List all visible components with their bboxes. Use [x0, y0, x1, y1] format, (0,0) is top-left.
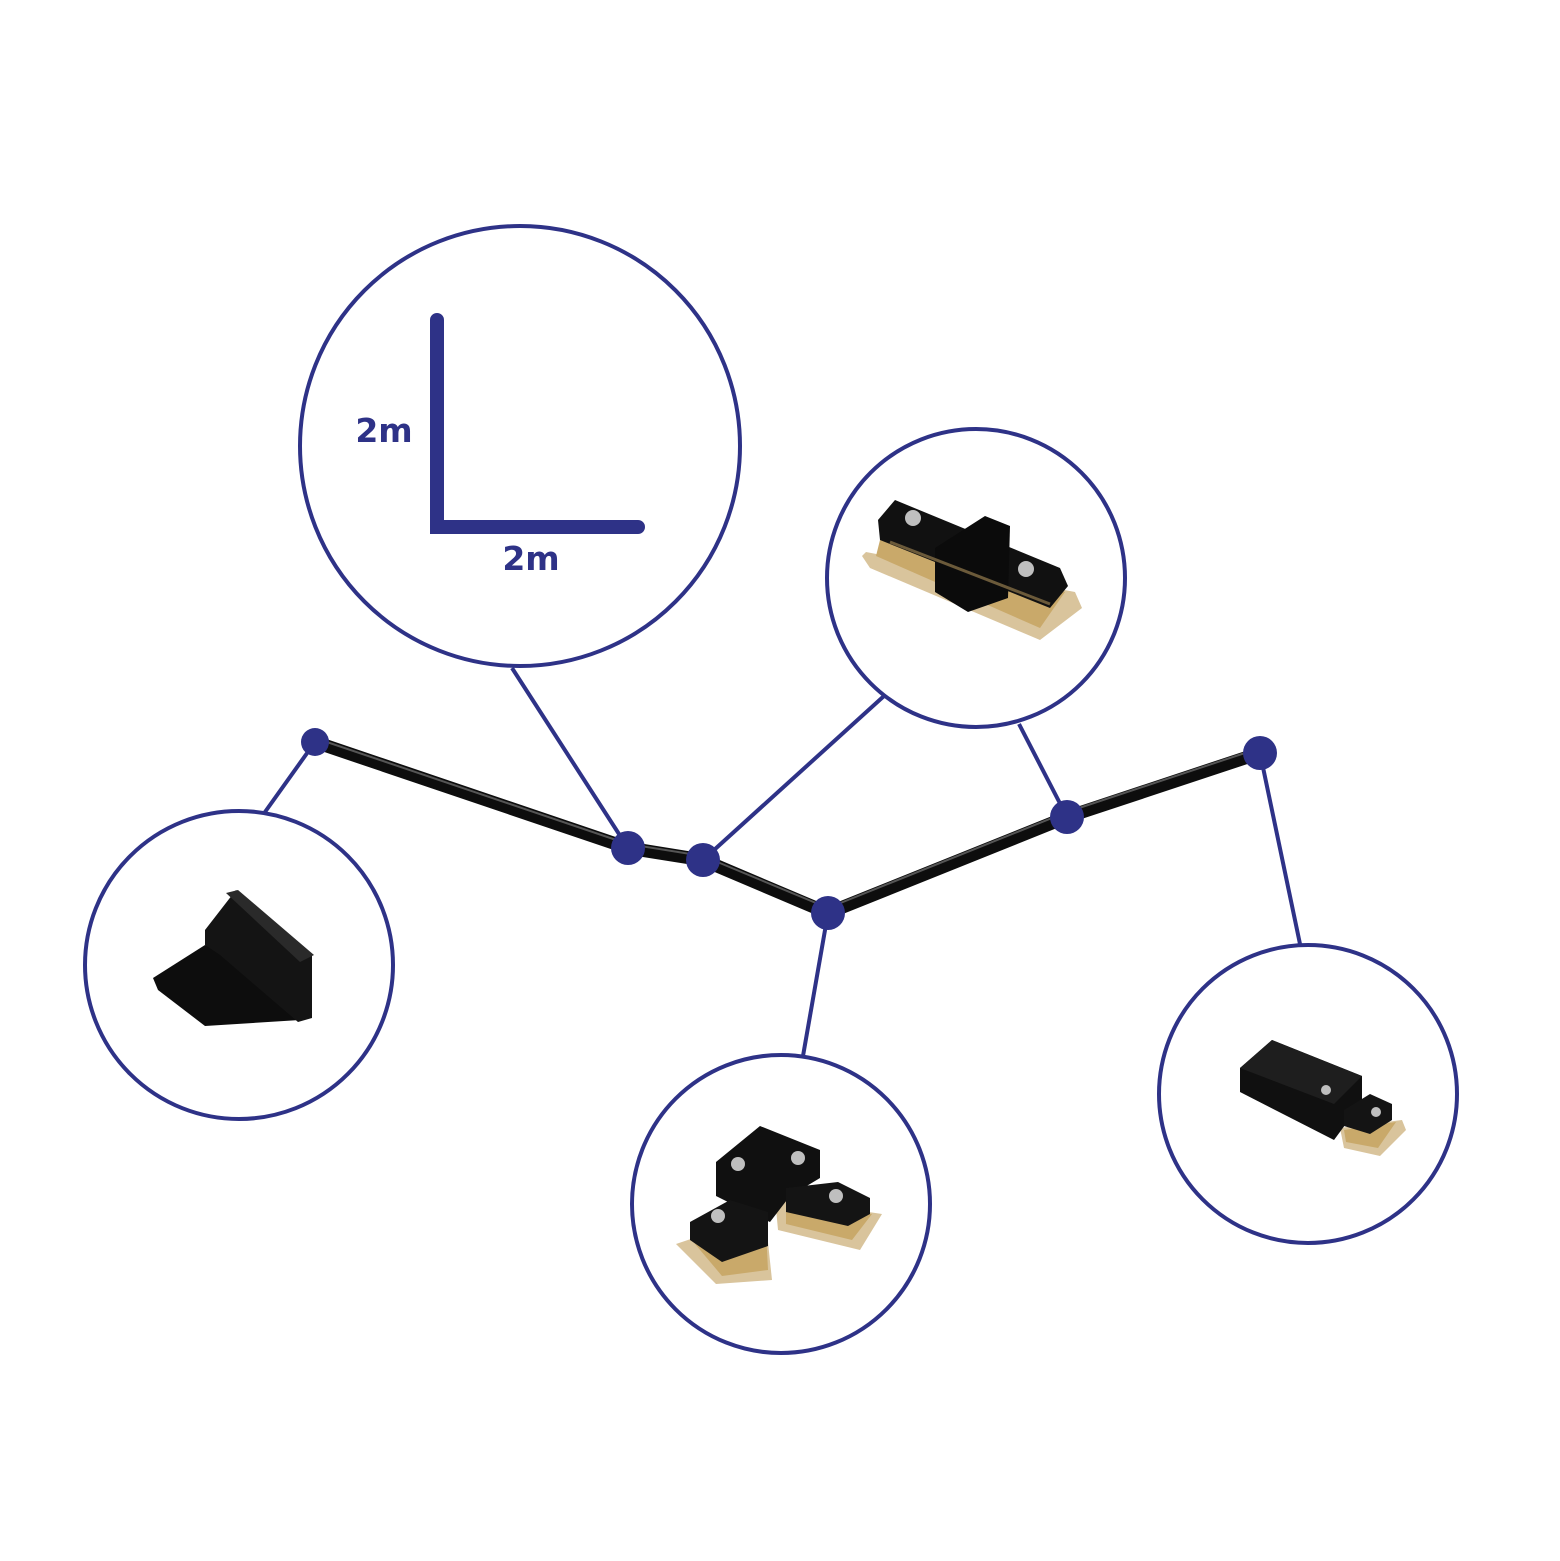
junction-dot [811, 896, 845, 930]
live-end-feed-callout [1157, 943, 1459, 1245]
vertical-dimension-label: 2m [355, 411, 412, 450]
track-rail-highlight [314, 737, 1261, 909]
end-cap-callout [83, 809, 395, 1121]
leader-line-straight-connector [701, 694, 886, 862]
straight-connector-icon [862, 500, 1082, 640]
dimension-callout: 2m 2m [298, 224, 742, 668]
leader-line-dimension [510, 666, 630, 850]
junction-dot [686, 843, 720, 877]
junction-dot [301, 728, 329, 756]
l-shape-dimension-icon [430, 313, 645, 534]
track-rail-body [308, 735, 1267, 920]
leader-line-live-end [1258, 752, 1302, 945]
leader-lines [263, 666, 1302, 1057]
junction-dot [611, 831, 645, 865]
l-connector-icon [676, 1126, 882, 1284]
end-cap-icon [153, 890, 314, 1026]
callout-circle [298, 224, 742, 668]
live-end-feed-icon [1240, 1040, 1406, 1156]
junction-dots [301, 728, 1277, 930]
l-connector-callout [630, 1053, 932, 1355]
leader-line-straight-connector-2 [1017, 723, 1069, 818]
track-rail [308, 735, 1267, 920]
straight-connector-callout [825, 427, 1127, 729]
horizontal-dimension-label: 2m [502, 539, 559, 578]
junction-dot [1243, 736, 1277, 770]
leader-line-end-cap [263, 740, 317, 814]
leader-line-l-connector [801, 912, 830, 1057]
junction-dot [1050, 800, 1084, 834]
